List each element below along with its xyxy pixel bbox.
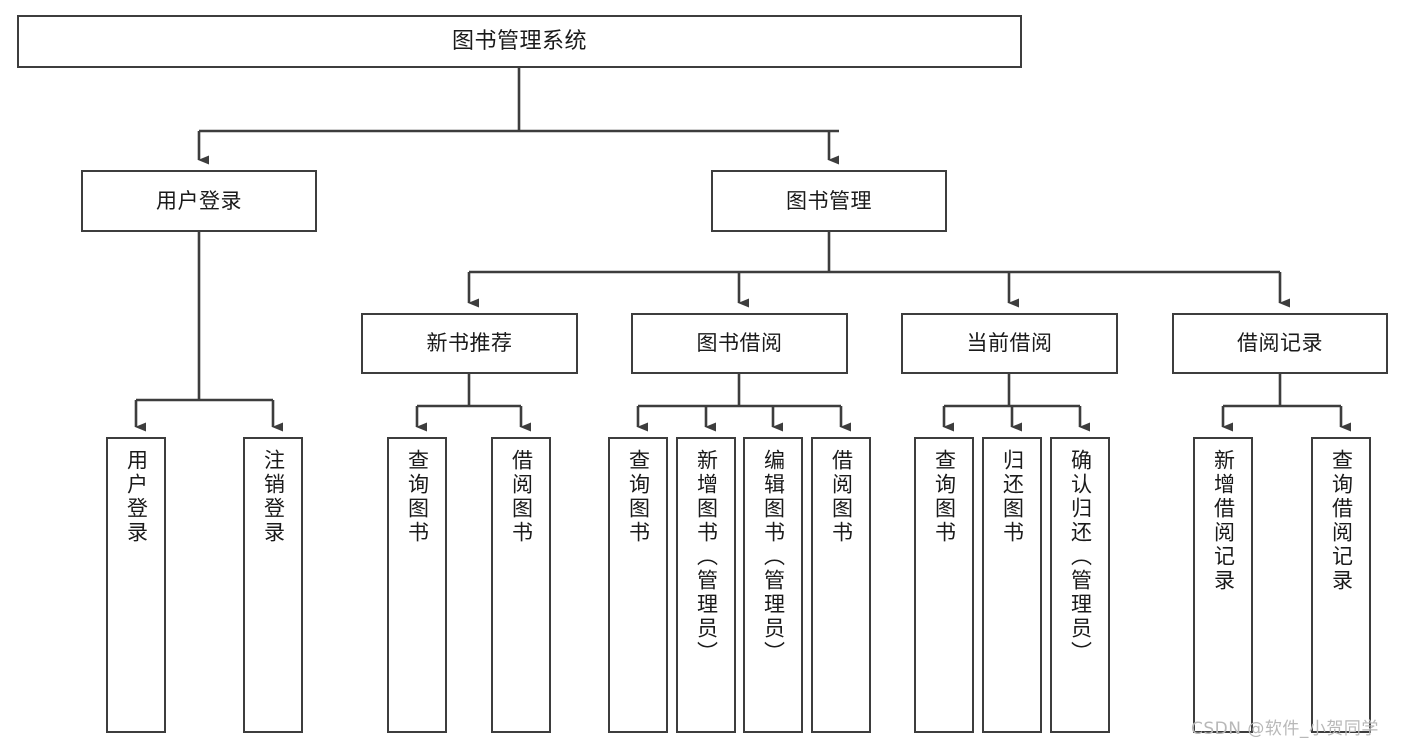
node-label: 查询图书 xyxy=(932,449,957,545)
leaf-borrow-edit-book-admin[interactable]: 编辑图书（管理员） xyxy=(743,437,803,733)
node-label: 编辑图书（管理员） xyxy=(761,449,786,665)
node-label: 新增借阅记录 xyxy=(1211,449,1236,593)
node-current-borrow[interactable]: 当前借阅 xyxy=(901,313,1118,374)
node-user-login[interactable]: 用户登录 xyxy=(81,170,317,232)
node-label: 查询借阅记录 xyxy=(1329,449,1354,593)
node-borrow-record[interactable]: 借阅记录 xyxy=(1172,313,1388,374)
leaf-user-login[interactable]: 用户登录 xyxy=(106,437,166,733)
node-label: 查询图书 xyxy=(626,449,651,545)
node-label: 查询图书 xyxy=(405,449,430,545)
node-book-borrow[interactable]: 图书借阅 xyxy=(631,313,848,374)
leaf-logout[interactable]: 注销登录 xyxy=(243,437,303,733)
leaf-current-confirm-return-admin[interactable]: 确认归还（管理员） xyxy=(1050,437,1110,733)
leaf-record-add-borrow-record[interactable]: 新增借阅记录 xyxy=(1193,437,1253,733)
node-label: 借阅图书 xyxy=(509,449,534,545)
leaf-current-query-books[interactable]: 查询图书 xyxy=(914,437,974,733)
node-label: 用户登录 xyxy=(156,188,242,213)
leaf-borrow-add-book-admin[interactable]: 新增图书（管理员） xyxy=(676,437,736,733)
node-label: 用户登录 xyxy=(124,449,149,545)
node-label: 归还图书 xyxy=(1000,449,1025,545)
node-label: 当前借阅 xyxy=(966,331,1053,356)
leaf-record-query-borrow-record[interactable]: 查询借阅记录 xyxy=(1311,437,1371,733)
node-label: 图书管理系统 xyxy=(451,28,587,54)
node-label: 新增图书（管理员） xyxy=(694,449,719,665)
node-root-book-management-system[interactable]: 图书管理系统 xyxy=(17,15,1022,68)
node-label: 借阅图书 xyxy=(829,449,854,545)
node-book-management[interactable]: 图书管理 xyxy=(711,170,947,232)
node-label: 确认归还（管理员） xyxy=(1068,449,1093,665)
node-label: 借阅记录 xyxy=(1237,331,1323,356)
leaf-borrow-query-books[interactable]: 查询图书 xyxy=(608,437,668,733)
node-label: 图书管理 xyxy=(786,188,872,213)
node-label: 新书推荐 xyxy=(426,331,513,356)
leaf-newbook-query-books[interactable]: 查询图书 xyxy=(387,437,447,733)
leaf-newbook-borrow-books[interactable]: 借阅图书 xyxy=(491,437,551,733)
leaf-borrow-borrow-books[interactable]: 借阅图书 xyxy=(811,437,871,733)
leaf-current-return-books[interactable]: 归还图书 xyxy=(982,437,1042,733)
node-label: 注销登录 xyxy=(261,449,286,545)
node-new-book-recommend[interactable]: 新书推荐 xyxy=(361,313,578,374)
node-label: 图书借阅 xyxy=(696,331,783,356)
